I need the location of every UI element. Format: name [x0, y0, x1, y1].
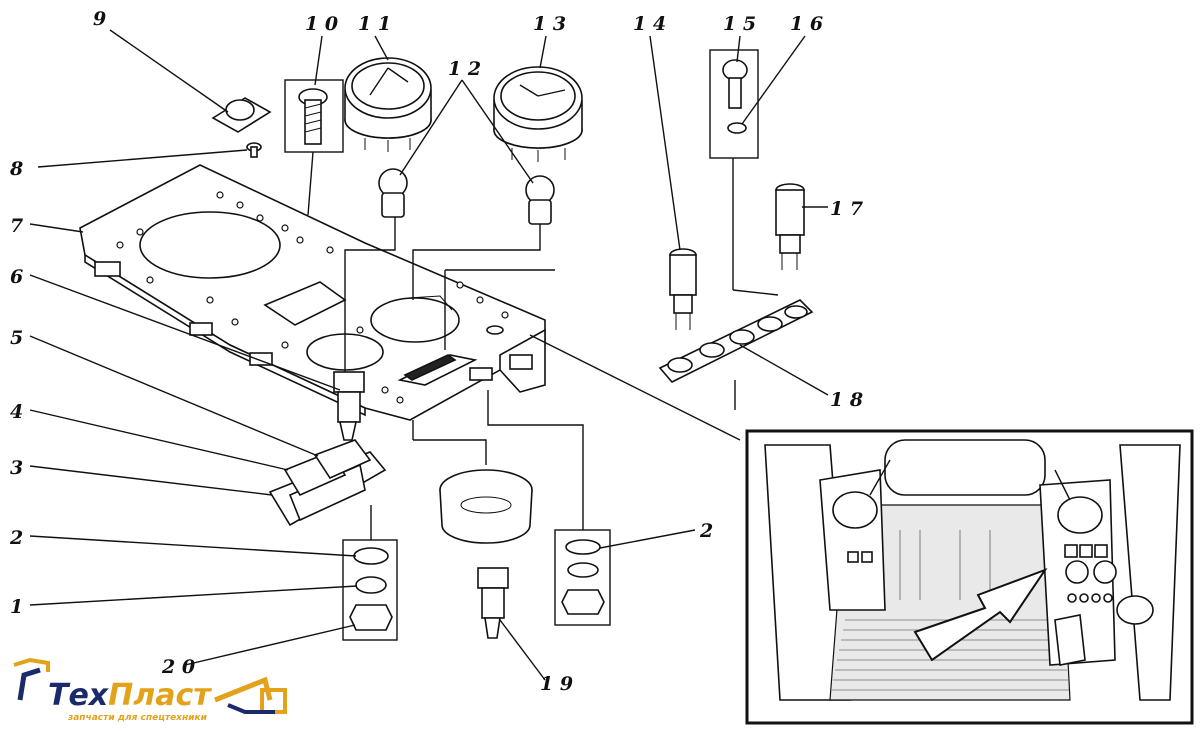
callout-10: 1 0	[305, 13, 338, 35]
svg-text:ТехПласт: ТехПласт	[48, 678, 212, 713]
lamp-socket-6	[333, 371, 365, 441]
cup-part	[439, 469, 533, 544]
callout-4: 4	[10, 401, 23, 423]
bulb-left	[378, 168, 408, 218]
logo-word-tech: Тех	[48, 678, 110, 713]
callout-12: 1 2	[448, 58, 481, 80]
indicator-arrow	[913, 567, 1048, 662]
callout-19: 1 9	[540, 673, 573, 695]
washer-nut-box-right	[554, 529, 611, 626]
callout-8: 8	[9, 158, 23, 180]
lamp-socket-14	[669, 248, 697, 330]
lamp-holder-strip-18	[658, 299, 814, 410]
instrument-panel-plate	[79, 164, 546, 421]
plate-mount-holes	[116, 191, 509, 404]
gauge-11	[344, 57, 432, 152]
excavator-right-icon	[214, 676, 287, 714]
callout-13: 1 3	[533, 13, 566, 35]
callout-18: 1 8	[830, 389, 863, 411]
logo-word-plast: Пласт	[108, 678, 212, 713]
callout-16: 1 6	[790, 13, 823, 35]
callout-6: 6	[10, 266, 23, 288]
plug-9	[211, 97, 272, 133]
switch-block-3-4-5	[268, 439, 398, 641]
callout-20: 2 0	[161, 656, 195, 678]
callout-3: 3	[10, 457, 23, 479]
gauge-13	[493, 66, 583, 162]
callout-7: 7	[10, 215, 23, 237]
callout-15: 1 5	[723, 13, 756, 35]
lamp-socket-19	[477, 567, 509, 639]
callout-11: 1 1	[358, 13, 391, 35]
callout-labels: 9 1 0 1 1 1 2 1 3 1 4 1 5 1 6 1 7 1 8 8 …	[9, 8, 863, 695]
callout-5: 5	[10, 327, 23, 349]
bulb-right	[525, 175, 555, 225]
logo-tagline: запчасти для спецтехники	[67, 713, 208, 723]
screw-15-washer-16-box	[709, 49, 779, 296]
assembly-lines	[344, 217, 741, 540]
rivet-8	[246, 142, 262, 158]
callout-9: 9	[93, 8, 106, 30]
lamp-socket-17	[775, 183, 805, 270]
techplast-logo: ТехПласт запчасти для спецтехники	[13, 657, 287, 723]
screw-10-box	[284, 79, 344, 216]
callout-1: 1	[10, 596, 23, 618]
excavator-left-icon	[13, 657, 50, 701]
cab-inset-view	[745, 429, 1194, 725]
callout-14: 1 4	[633, 13, 666, 35]
leader-lines	[29, 29, 829, 681]
callout-2-right: 2	[699, 520, 713, 542]
callout-2-left: 2	[9, 527, 23, 549]
callout-17: 1 7	[830, 198, 863, 220]
plate-tabs	[94, 261, 533, 381]
